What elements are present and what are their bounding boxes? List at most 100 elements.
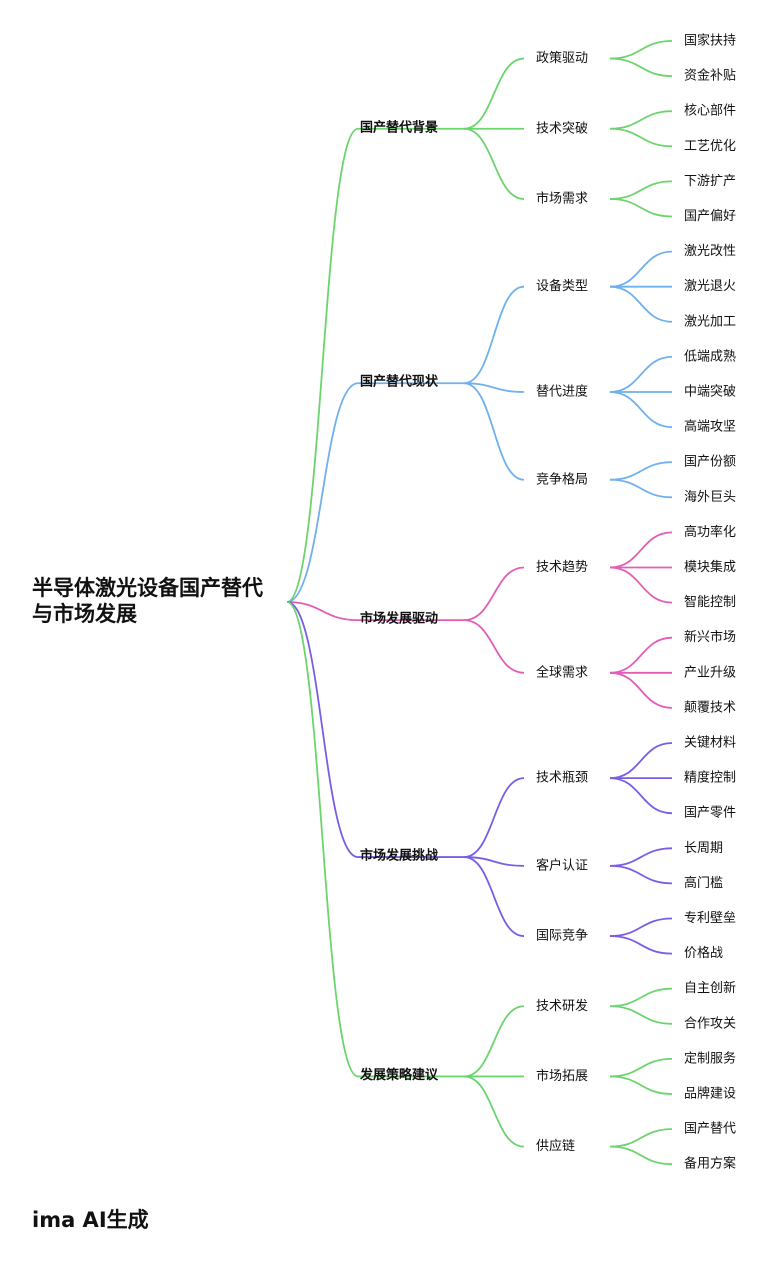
mindmap-subtopic-node: 设备类型 — [536, 278, 588, 294]
mindmap-leaf-node: 工艺优化 — [684, 139, 736, 154]
branch-connector — [286, 601, 359, 1078]
mindmap-subtopic-node: 客户认证 — [536, 857, 588, 873]
subtopic-connector — [463, 127, 525, 200]
branch-connector — [286, 601, 359, 622]
leaf-connector — [609, 566, 673, 604]
leaf-connector — [609, 40, 673, 60]
mindmap-leaf-node: 模块集成 — [684, 559, 736, 575]
mindmap-subtopic-node: 替代进度 — [536, 384, 588, 400]
subtopic-connector — [463, 382, 525, 481]
mindmap-leaf-node: 自主创新 — [684, 980, 736, 996]
subtopic-connector — [463, 382, 525, 393]
leaf-connector — [609, 917, 673, 937]
mindmap-subtopic-node: 供应链 — [536, 1138, 575, 1154]
mindmap-leaf-node: 国产份额 — [684, 455, 736, 470]
leaf-connector — [609, 285, 673, 323]
leaf-connector — [609, 356, 673, 393]
mindmap-subtopic-node: 国际竞争 — [536, 928, 588, 944]
mindmap-leaf-node: 激光改性 — [684, 244, 736, 259]
mindmap-leaf-node: 国家扶持 — [684, 33, 736, 49]
footer-watermark: ima AI生成 — [32, 1208, 149, 1232]
mindmap-root-title: 半导体激光设备国产替代与市场发展 — [32, 576, 263, 626]
branch-connector — [286, 127, 359, 603]
leaf-connector — [609, 110, 673, 130]
mindmap-subtopic-node: 技术瓶颈 — [536, 771, 588, 786]
mindmap-leaf-node: 长周期 — [684, 841, 723, 856]
mindmap-leaf-node: 国产零件 — [684, 806, 736, 821]
mindmap-branch-node: 市场发展挑战 — [360, 848, 438, 864]
leaf-connector — [609, 742, 673, 779]
mindmap-branch-node: 市场发展驱动 — [360, 611, 438, 627]
leaf-connector — [609, 180, 673, 200]
mindmap-leaf-node: 产业升级 — [684, 665, 736, 680]
mindmap-leaf-node: 价格战 — [684, 945, 723, 961]
mindmap-subtopic-node: 政策驱动 — [536, 50, 588, 66]
leaf-connector — [609, 636, 673, 674]
leaf-connector — [609, 57, 673, 77]
mindmap-subtopic-node: 市场需求 — [536, 190, 588, 206]
mindmap-leaf-node: 品牌建设 — [684, 1086, 736, 1102]
leaf-connector — [609, 478, 673, 499]
leaf-connector — [609, 864, 673, 885]
subtopic-connector — [463, 856, 525, 867]
leaf-connector — [609, 391, 673, 428]
subtopic-connector — [463, 1005, 525, 1078]
mindmap-branch-node: 国产替代背景 — [360, 119, 438, 135]
leaf-connector — [609, 531, 673, 569]
mindmap-leaf-node: 颠覆技术 — [684, 700, 736, 715]
mindmap-leaf-node: 定制服务 — [684, 1050, 736, 1066]
leaf-connector — [609, 671, 673, 709]
leaf-connector — [609, 935, 673, 955]
mindmap-leaf-node: 高门槛 — [684, 875, 723, 891]
mindmap-leaf-node: 资金补贴 — [684, 68, 736, 84]
leaf-connector — [609, 198, 673, 218]
mindmap-subtopic-node: 技术突破 — [536, 120, 588, 136]
leaf-connector — [609, 1005, 673, 1025]
leaf-connector — [609, 1128, 673, 1148]
mindmap-leaf-node: 备用方案 — [684, 1156, 736, 1172]
mindmap-leaf-node: 海外巨头 — [684, 490, 736, 505]
leaf-connector — [609, 847, 673, 867]
subtopic-connector — [463, 285, 525, 385]
mindmap-leaf-node: 中端突破 — [684, 384, 736, 400]
mindmap-leaf-node: 合作攻关 — [684, 1016, 736, 1031]
mindmap-leaf-node: 高功率化 — [684, 524, 736, 540]
leaf-connector — [609, 250, 673, 288]
mindmap-leaf-node: 专利壁垒 — [684, 911, 736, 926]
mindmap-branch-node: 发展策略建议 — [359, 1067, 439, 1083]
subtopic-connector — [463, 57, 525, 130]
mindmap-leaf-node: 激光退火 — [684, 279, 736, 294]
leaf-connector — [609, 777, 673, 815]
leaf-connector — [609, 1058, 673, 1078]
leaf-connector — [609, 1145, 673, 1166]
mindmap-leaf-node: 下游扩产 — [684, 174, 736, 189]
mindmap-subtopic-node: 竞争格局 — [536, 471, 588, 487]
subtopic-connector — [463, 566, 525, 622]
mindmap-leaf-node: 关键材料 — [684, 736, 736, 751]
mindmap-subtopic-node: 技术研发 — [536, 998, 588, 1014]
subtopic-connector — [463, 1075, 525, 1148]
mindmap-leaf-node: 高端攻坚 — [684, 419, 736, 435]
mindmap-leaf-node: 国产替代 — [684, 1122, 736, 1137]
subtopic-connector — [463, 856, 525, 937]
mindmap-leaf-node: 精度控制 — [684, 770, 736, 786]
leaf-connector — [609, 461, 673, 481]
mindmap-leaf-node: 低端成熟 — [684, 348, 736, 364]
mindmap-subtopic-node: 全球需求 — [536, 664, 588, 680]
mindmap-leaf-node: 国产偏好 — [684, 209, 736, 224]
leaf-connector — [609, 1075, 673, 1095]
branch-connector — [286, 601, 359, 858]
leaf-connector — [609, 987, 673, 1008]
mindmap-subtopic-node: 技术趋势 — [536, 559, 588, 575]
subtopic-connector — [463, 777, 525, 858]
mindmap-leaf-node: 激光加工 — [684, 314, 736, 329]
subtopic-connector — [463, 619, 525, 674]
mindmap-leaf-node: 智能控制 — [684, 595, 736, 610]
mindmap-leaf-node: 新兴市场 — [684, 629, 736, 645]
branch-connector — [286, 382, 359, 603]
mindmap-subtopic-node: 市场拓展 — [536, 1068, 588, 1084]
mindmap-leaf-node: 核心部件 — [684, 104, 736, 119]
mindmap-branch-node: 国产替代现状 — [360, 374, 439, 390]
leaf-connector — [609, 127, 673, 148]
